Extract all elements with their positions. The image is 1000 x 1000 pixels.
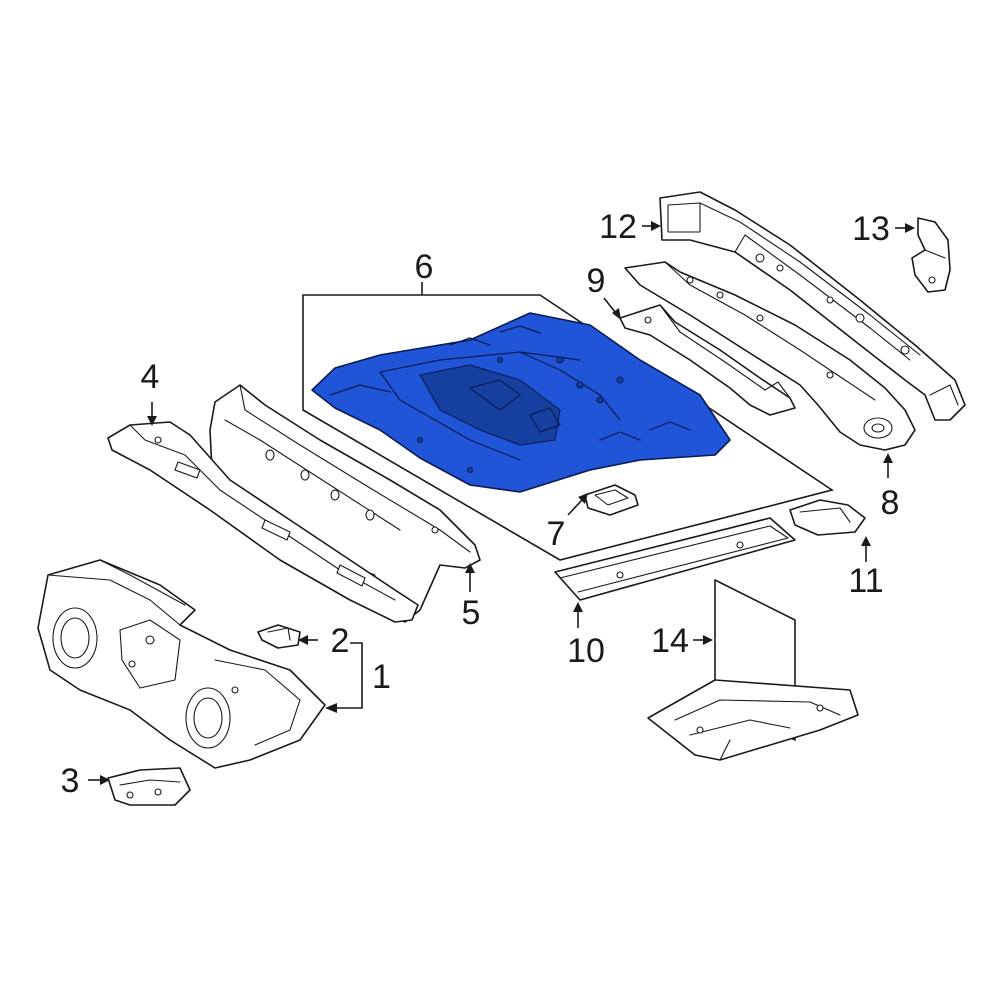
callout-10[interactable]: 10 bbox=[567, 632, 605, 670]
part-13-bracket[interactable] bbox=[911, 217, 951, 293]
callout-leaders bbox=[88, 221, 915, 785]
part-6-group-outline bbox=[302, 294, 834, 561]
part-2-clip[interactable] bbox=[257, 624, 301, 649]
callout-9[interactable]: 9 bbox=[587, 262, 606, 300]
callout-8[interactable]: 8 bbox=[881, 484, 900, 522]
callout-4[interactable]: 4 bbox=[141, 358, 160, 396]
callout-7[interactable]: 7 bbox=[547, 515, 566, 553]
part-3-bracket[interactable] bbox=[107, 767, 191, 806]
callout-14[interactable]: 14 bbox=[651, 622, 689, 660]
callout-labels: 1 2 3 4 5 6 7 8 9 10 11 12 13 14 bbox=[61, 208, 900, 800]
part-1-floor-assembly[interactable] bbox=[37, 559, 326, 769]
callout-2[interactable]: 2 bbox=[331, 622, 350, 660]
part-14-tray[interactable] bbox=[647, 579, 859, 761]
part-6-floor-pan[interactable] bbox=[311, 312, 731, 493]
callout-3[interactable]: 3 bbox=[61, 762, 80, 800]
part-8-side-member[interactable] bbox=[624, 261, 916, 451]
part-12-rear-rail[interactable] bbox=[659, 191, 966, 421]
callout-1[interactable]: 1 bbox=[372, 658, 391, 696]
part-11-bracket[interactable] bbox=[789, 499, 866, 536]
part-4-reinforcement[interactable] bbox=[107, 421, 419, 623]
callout-5[interactable]: 5 bbox=[462, 594, 481, 632]
part-9-crossmember[interactable] bbox=[619, 304, 796, 416]
callout-6[interactable]: 6 bbox=[415, 248, 434, 286]
callout-11[interactable]: 11 bbox=[848, 562, 883, 600]
part-7-bracket[interactable] bbox=[584, 484, 639, 516]
part-10-cross-rail[interactable] bbox=[554, 517, 796, 601]
callout-13[interactable]: 13 bbox=[852, 210, 890, 248]
callout-12[interactable]: 12 bbox=[599, 208, 637, 246]
